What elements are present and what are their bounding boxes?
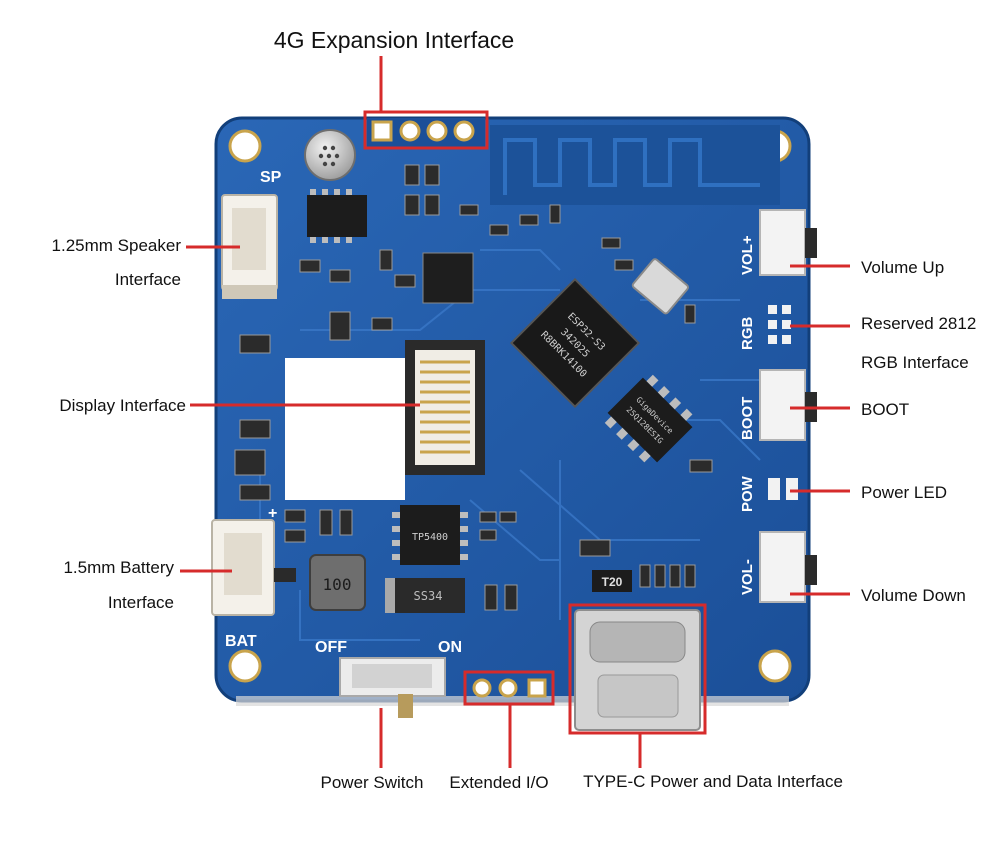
diode: SS34 [385,578,465,613]
silk-vol-minus: VOL- [739,559,756,595]
label-boot: BOOT [861,400,909,419]
diode-text: SS34 [414,589,443,603]
silk-bat: BAT [225,633,257,650]
display-opening [285,358,405,500]
volume-up-button-part [759,209,817,276]
extended-io-pads [472,678,547,698]
fuse-text: T20 [602,575,623,589]
power-led-part [768,478,798,500]
qfn-chip [422,252,474,304]
silk-boot: BOOT [739,397,756,440]
label-speaker-line1: 1.25mm Speaker [52,236,182,255]
silk-off: OFF [315,639,347,656]
silk-vol-plus: VOL+ [739,235,756,275]
regulator-text: TP5400 [412,532,448,543]
label-4g-expansion: 4G Expansion Interface [274,27,514,53]
fuse: T20 [592,570,632,592]
inductor-text: 100 [323,575,352,594]
label-battery-line1: 1.5mm Battery [63,558,174,577]
label-speaker-line2: Interface [115,270,181,289]
passive-components [234,164,713,611]
boot-button-part [759,369,817,441]
label-typec: TYPE-C Power and Data Interface [583,772,843,791]
esp32-mcu: ESP32-S3 342025 R8BRK14100 [509,277,641,409]
pcb-bottom-edge [236,696,789,706]
expansion-4g-header [367,118,485,148]
speaker-connector [221,194,278,299]
display-fpc-connector [405,340,485,475]
label-display: Display Interface [59,396,186,415]
silk-plus: + [268,505,277,522]
typec-connector [574,609,701,731]
power-switch-part [339,657,446,718]
inductor: 100 [309,554,366,611]
label-volume-up: Volume Up [861,258,944,277]
callout-lines [180,56,850,768]
silk-on: ON [438,639,462,656]
rgb-pads [768,305,791,344]
label-power-switch: Power Switch [321,773,424,792]
antenna-area [490,125,780,205]
label-battery-line2: Interface [108,593,174,612]
label-rgb-line1: Reserved 2812 [861,314,976,333]
label-rgb-line2: RGB Interface [861,353,969,372]
battery-connector [211,519,296,616]
amp-chip [307,189,367,243]
silk-rgb: RGB [739,317,756,351]
volume-down-button-part [759,531,817,603]
crystal [631,258,689,315]
label-power-led: Power LED [861,483,947,502]
label-volume-down: Volume Down [861,586,966,605]
label-extended-io: Extended I/O [449,773,548,792]
silk-sp: SP [260,169,282,186]
regulator-chip: TP5400 [392,505,468,565]
silk-pow: POW [739,475,756,512]
microphone-holes [318,145,340,167]
